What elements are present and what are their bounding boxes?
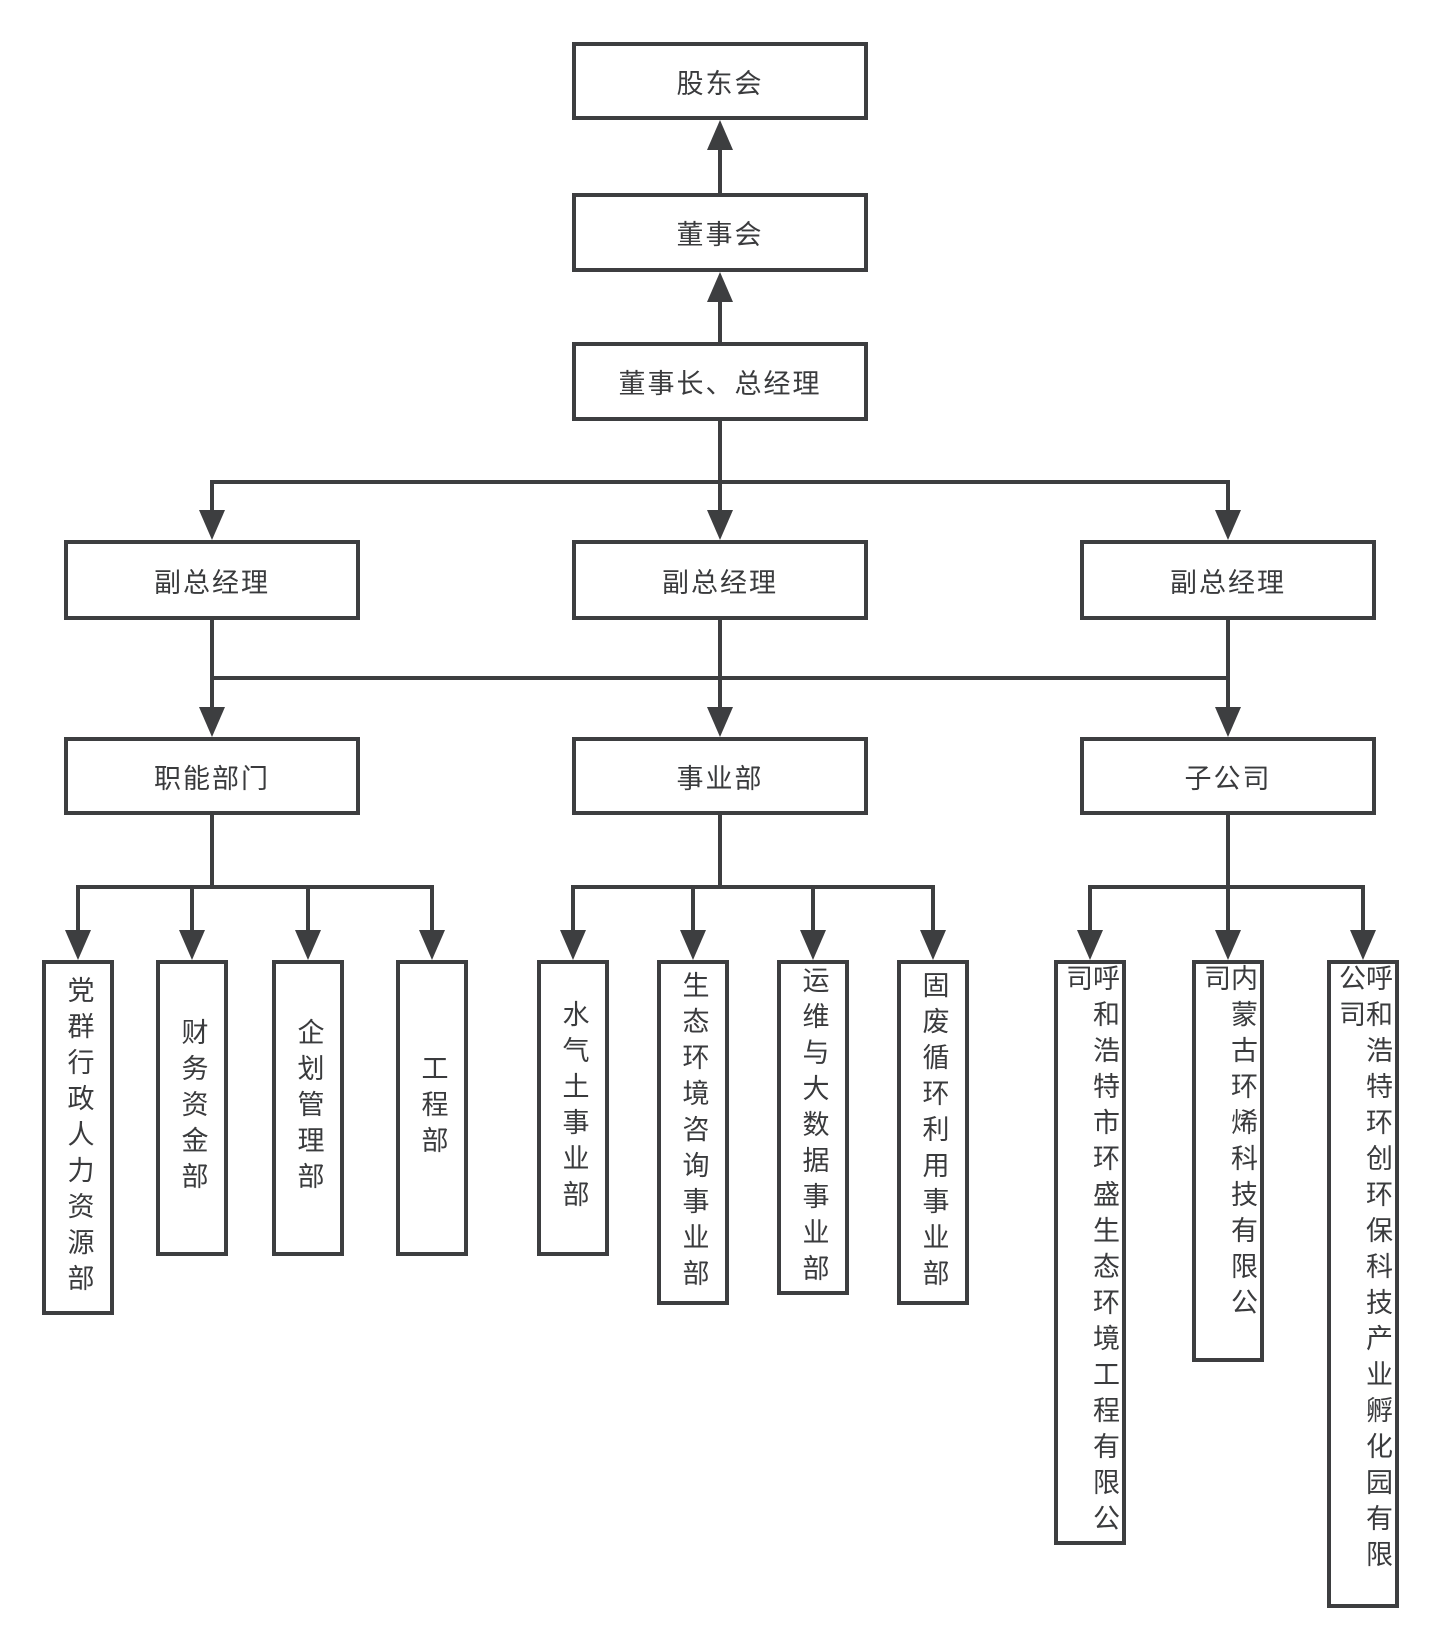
connector-line bbox=[210, 620, 214, 678]
connector-line bbox=[718, 620, 722, 678]
connector-line bbox=[1226, 480, 1230, 512]
node-sub-huanchuang-incubator-park: 呼和浩特环创环保科技产业孵化园有限公司 bbox=[1327, 960, 1399, 1608]
node-dept-party-admin-hr: 党群行政人力资源部 bbox=[42, 960, 114, 1315]
connector-line bbox=[1226, 676, 1230, 709]
arrow-down-icon bbox=[1077, 930, 1103, 960]
arrow-down-icon bbox=[1350, 930, 1376, 960]
arrow-down-icon bbox=[65, 930, 91, 960]
arrow-down-icon bbox=[707, 707, 733, 737]
node-sub-huanxi-technology: 内蒙古环烯科技有限公司 bbox=[1192, 960, 1264, 1362]
node-label: 呼和浩特市环盛生态环境工程有限公司 bbox=[1062, 964, 1119, 1540]
connector-line bbox=[1226, 620, 1230, 678]
node-board-of-directors: 董事会 bbox=[572, 193, 868, 272]
connector-line bbox=[1226, 885, 1230, 932]
arrow-down-icon bbox=[1215, 510, 1241, 540]
arrow-down-icon bbox=[800, 930, 826, 960]
connector-line bbox=[1226, 815, 1230, 887]
connector-line bbox=[811, 885, 815, 932]
node-dept-engineering: 工程部 bbox=[396, 960, 468, 1256]
node-shareholders-meeting: 股东会 bbox=[572, 42, 868, 120]
connector-line bbox=[210, 676, 214, 709]
arrow-down-icon bbox=[1215, 930, 1241, 960]
node-bu-solid-waste-recycling: 固废循环利用事业部 bbox=[897, 960, 969, 1305]
arrow-up-icon bbox=[707, 120, 733, 150]
connector-line bbox=[1361, 885, 1365, 932]
connector-line bbox=[430, 885, 434, 932]
connector-line bbox=[718, 300, 722, 342]
arrow-down-icon bbox=[680, 930, 706, 960]
node-functional-departments: 职能部门 bbox=[64, 737, 360, 815]
connector-line bbox=[691, 885, 695, 932]
arrow-down-icon bbox=[419, 930, 445, 960]
node-label: 呼和浩特环创环保科技产业孵化园有限公司 bbox=[1335, 964, 1392, 1576]
node-subsidiaries: 子公司 bbox=[1080, 737, 1376, 815]
node-label: 党群行政人力资源部 bbox=[63, 975, 94, 1300]
node-label: 财务资金部 bbox=[177, 1018, 208, 1198]
node-deputy-manager-3: 副总经理 bbox=[1080, 540, 1376, 620]
connector-line bbox=[718, 148, 722, 193]
node-deputy-manager-1: 副总经理 bbox=[64, 540, 360, 620]
connector-line bbox=[571, 885, 935, 889]
node-label: 内蒙古环烯科技有限公司 bbox=[1200, 964, 1257, 1324]
node-label: 企划管理部 bbox=[293, 1018, 324, 1198]
node-deputy-manager-2: 副总经理 bbox=[572, 540, 868, 620]
connector-line bbox=[76, 885, 80, 932]
connector-line bbox=[210, 815, 214, 887]
connector-line bbox=[571, 885, 575, 932]
arrow-down-icon bbox=[199, 510, 225, 540]
node-bu-water-air-soil: 水气土事业部 bbox=[537, 960, 609, 1256]
node-bu-operations-bigdata: 运维与大数据事业部 bbox=[777, 960, 849, 1295]
node-label: 运维与大数据事业部 bbox=[798, 965, 829, 1290]
connector-line bbox=[210, 480, 214, 512]
arrow-down-icon bbox=[707, 510, 733, 540]
arrow-down-icon bbox=[560, 930, 586, 960]
connector-line bbox=[718, 480, 722, 512]
connector-line bbox=[718, 815, 722, 887]
connector-line bbox=[76, 885, 434, 889]
node-label: 水气土事业部 bbox=[558, 1000, 589, 1216]
arrow-down-icon bbox=[1215, 707, 1241, 737]
node-label: 生态环境咨询事业部 bbox=[678, 970, 709, 1295]
node-label: 固废循环利用事业部 bbox=[918, 970, 949, 1295]
connector-line bbox=[718, 676, 722, 709]
arrow-down-icon bbox=[179, 930, 205, 960]
node-chairman-general-manager: 董事长、总经理 bbox=[572, 342, 868, 421]
connector-line bbox=[306, 885, 310, 932]
arrow-down-icon bbox=[920, 930, 946, 960]
node-dept-finance-funds: 财务资金部 bbox=[156, 960, 228, 1256]
node-business-divisions: 事业部 bbox=[572, 737, 868, 815]
arrow-up-icon bbox=[707, 272, 733, 302]
node-label: 工程部 bbox=[417, 1054, 448, 1162]
node-bu-eco-environment-consulting: 生态环境咨询事业部 bbox=[657, 960, 729, 1305]
node-dept-planning-management: 企划管理部 bbox=[272, 960, 344, 1256]
arrow-down-icon bbox=[199, 707, 225, 737]
arrow-down-icon bbox=[295, 930, 321, 960]
connector-line bbox=[718, 421, 722, 482]
connector-line bbox=[190, 885, 194, 932]
node-sub-huansheng-eco-engineering: 呼和浩特市环盛生态环境工程有限公司 bbox=[1054, 960, 1126, 1545]
connector-line bbox=[1088, 885, 1092, 932]
connector-line bbox=[931, 885, 935, 932]
